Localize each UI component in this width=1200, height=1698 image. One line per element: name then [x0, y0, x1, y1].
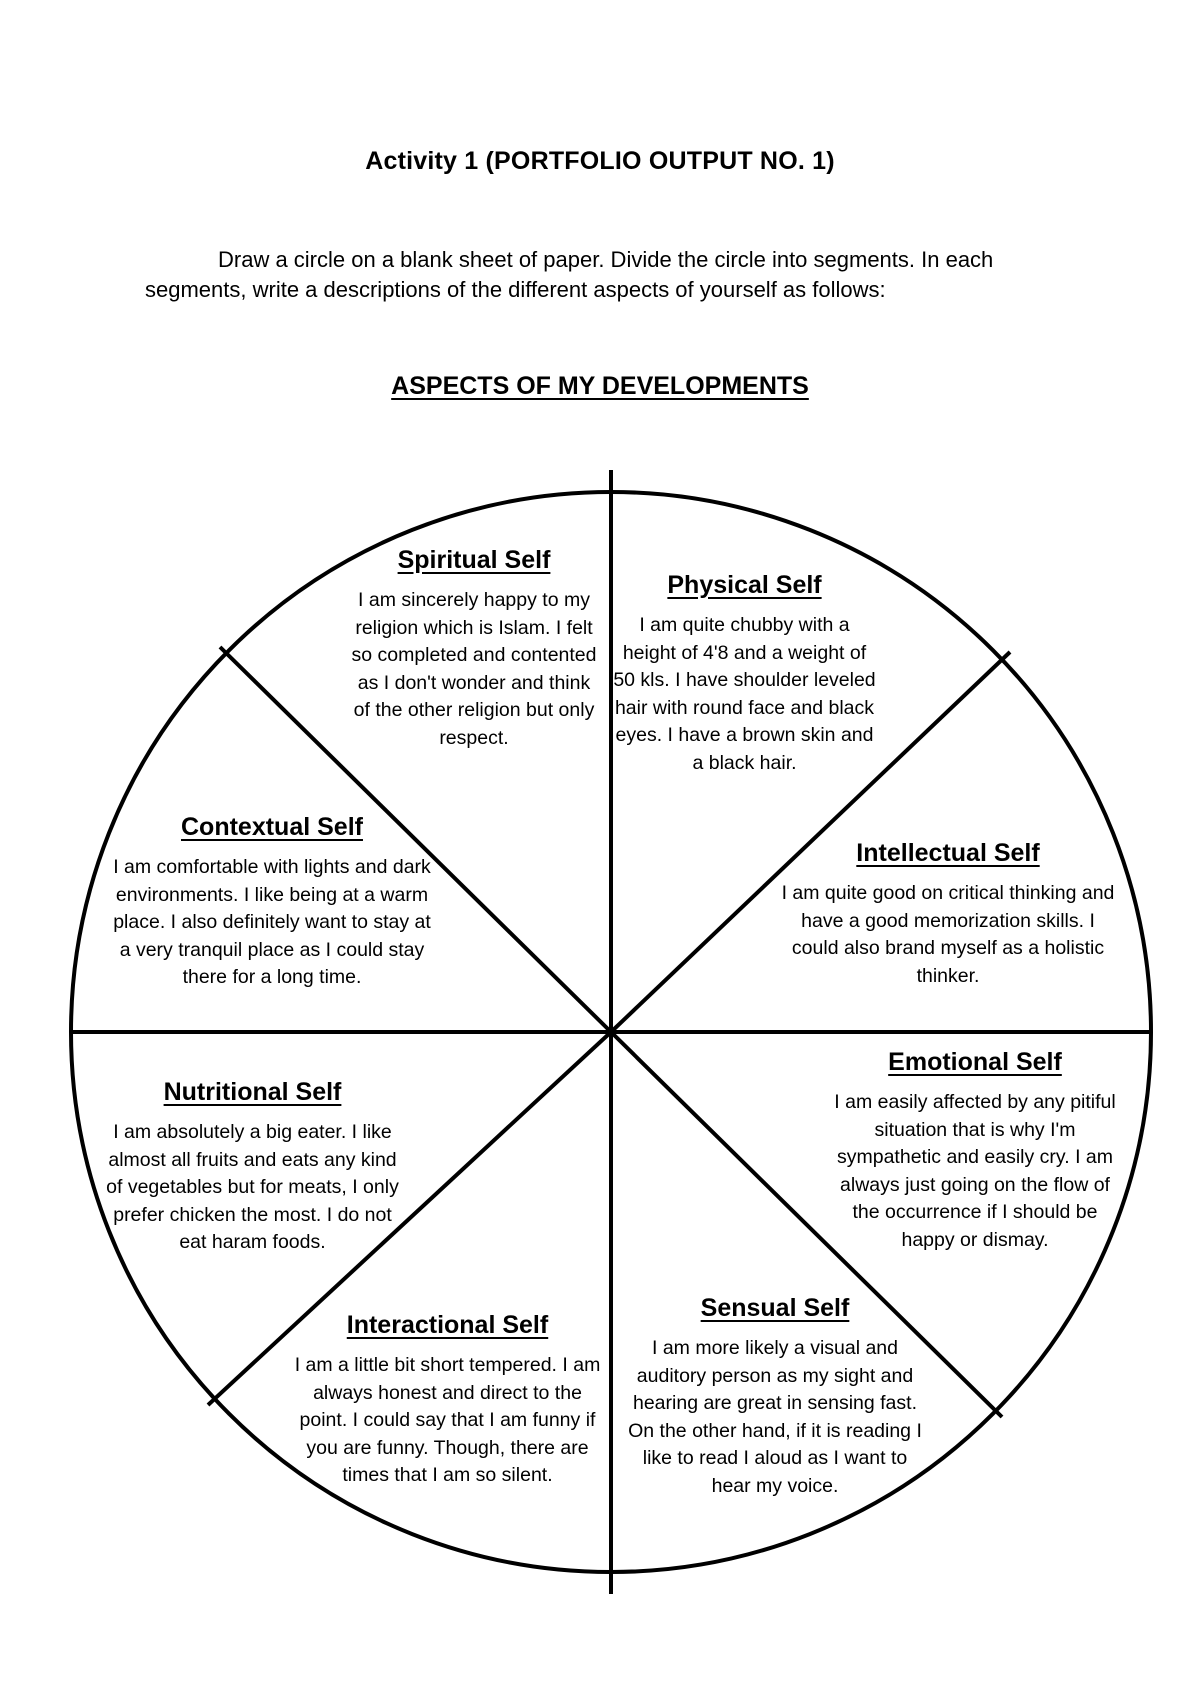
segment-interactional-self: Interactional Self I am a little bit sho… — [290, 1310, 605, 1490]
segment-title: Nutritional Self — [163, 1078, 342, 1106]
segment-physical-self: Physical Self I am quite chubby with a h… — [612, 570, 877, 777]
page-title: Activity 1 (PORTFOLIO OUTPUT NO. 1) — [365, 147, 835, 175]
segment-description: I am quite good on critical thinking and… — [781, 882, 1115, 987]
segment-spiritual-self: Spiritual Self I am sincerely happy to m… — [348, 545, 600, 752]
divider-diagonal-upper-left — [218, 645, 613, 1034]
segment-description: I am a little bit short tempered. I am a… — [294, 1354, 601, 1486]
segment-title: Interactional Self — [346, 1311, 549, 1339]
segment-description: I am comfortable with lights and dark en… — [113, 856, 431, 988]
segment-emotional-self: Emotional Self I am easily affected by a… — [825, 1047, 1125, 1254]
segment-nutritional-self: Nutritional Self I am absolutely a big e… — [100, 1077, 405, 1257]
segment-description: I am quite chubby with a height of 4'8 a… — [613, 614, 876, 774]
segment-title: Sensual Self — [700, 1294, 850, 1322]
divider-diagonal-lower-right — [609, 1030, 1004, 1419]
segment-title: Physical Self — [667, 571, 822, 599]
segment-title: Intellectual Self — [856, 839, 1040, 867]
divider-diagonal-lower-left — [206, 1030, 613, 1407]
section-heading: ASPECTS OF MY DEVELOPMENTS — [391, 372, 809, 400]
segment-description: I am more likely a visual and auditory p… — [628, 1337, 922, 1497]
segment-title: Emotional Self — [888, 1048, 1062, 1076]
segment-title: Contextual Self — [181, 813, 363, 841]
divider-diagonal-upper-right — [609, 650, 1012, 1034]
segment-sensual-self: Sensual Self I am more likely a visual a… — [625, 1293, 925, 1500]
segment-description: I am absolutely a big eater. I like almo… — [106, 1121, 399, 1253]
segment-description: I am sincerely happy to my religion whic… — [351, 589, 597, 749]
segment-intellectual-self: Intellectual Self I am quite good on cri… — [778, 838, 1118, 990]
segment-contextual-self: Contextual Self I am comfortable with li… — [108, 812, 436, 992]
instructions-text: Draw a circle on a blank sheet of paper.… — [145, 247, 994, 302]
segment-title: Spiritual Self — [397, 546, 551, 574]
segment-description: I am easily affected by any pitiful situ… — [834, 1091, 1116, 1251]
